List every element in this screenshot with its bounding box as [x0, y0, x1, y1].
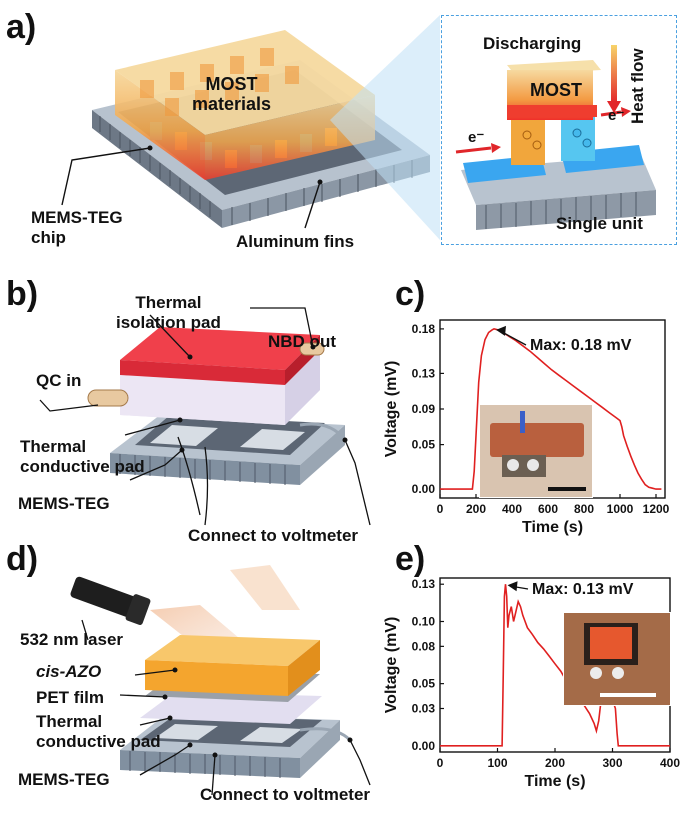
y-tick-label: 0.05: [412, 677, 436, 691]
chart-e-inset-photo: [563, 612, 671, 706]
panel-e-letter: e): [395, 540, 426, 578]
label-nbd-out: NBD out: [268, 332, 336, 351]
label-mems-teg-d: MEMS-TEG: [18, 770, 110, 789]
most-block-front-left: [115, 70, 205, 180]
label-cis-azo: cis-AZO: [36, 662, 102, 681]
panel-b-letter: b): [6, 275, 39, 313]
label-thermal-conductive-pad-d: Thermal conductive pad: [36, 712, 161, 751]
label-aluminum-fins: Aluminum fins: [236, 232, 355, 251]
max-arrow-head: [496, 325, 506, 336]
label-thermal-conductive-pad-b: Thermal conductive pad: [20, 437, 145, 476]
panel-b-device-illustration: [39, 307, 371, 526]
y-axis-title: Voltage (mV): [383, 617, 400, 714]
x-tick-label: 0: [437, 756, 444, 770]
y-tick-label: 0.03: [412, 702, 436, 716]
panel-a-letter: a): [6, 8, 37, 46]
y-tick-label: 0.00: [412, 482, 436, 496]
y-tick-label: 0.09: [412, 402, 436, 416]
x-tick-label: 0: [437, 502, 444, 516]
x-tick-label: 400: [502, 502, 522, 516]
chip-callout-line: [61, 147, 151, 206]
laser-body: [70, 576, 151, 625]
x-tick-label: 1000: [607, 502, 634, 516]
zoom-cone: [330, 15, 440, 240]
label-most-materials: MOST materials: [192, 74, 272, 114]
panel-c-letter: c): [395, 275, 426, 313]
x-tick-label: 400: [660, 756, 680, 770]
y-tick-label: 0.08: [412, 639, 436, 653]
y-tick-label: 0.05: [412, 438, 436, 452]
most-block-front-right: [205, 95, 375, 180]
label-electron-left: e⁻: [468, 129, 485, 146]
y-tick-label: 0.13: [412, 577, 436, 591]
x-tick-label: 200: [545, 756, 565, 770]
label-connect-to-voltmeter-d: Connect to voltmeter: [200, 785, 371, 804]
heat-flow-bar: [611, 45, 617, 103]
y-axis-title: Voltage (mV): [383, 361, 400, 458]
label-mems-teg-b: MEMS-TEG: [18, 494, 110, 513]
most-segments: [140, 48, 299, 116]
label-electron-right: e⁻: [608, 107, 625, 124]
y-tick-label: 0.00: [412, 739, 436, 753]
label-connect-to-voltmeter-b: Connect to voltmeter: [188, 526, 359, 545]
label-mems-teg-chip: MEMS-TEG chip: [31, 208, 123, 247]
max-annotation: Max: 0.13 mV: [532, 581, 634, 598]
chart-c-inset-photo: [479, 404, 593, 498]
series-line: [440, 328, 662, 490]
y-tick-label: 0.13: [412, 366, 436, 380]
label-most: MOST: [530, 80, 582, 100]
fins-callout-line: [304, 181, 321, 229]
label-pet-film: PET film: [36, 688, 105, 707]
label-discharging: Discharging: [483, 34, 582, 53]
x-tick-label: 200: [466, 502, 486, 516]
chart-c: 0 200 400 600 800 1000 1200 0.00 0.05 0.09 0.13 0.1…: [383, 319, 670, 536]
max-arrow-head: [507, 581, 518, 592]
label-qc-in: QC in: [36, 371, 82, 390]
max-annotation: Max: 0.18 mV: [530, 337, 632, 354]
y-tick-label: 0.18: [412, 322, 436, 336]
panel-d-device-illustration: [70, 565, 371, 796]
panel-d-letter: d): [6, 540, 39, 578]
label-single-unit: Single unit: [556, 214, 643, 233]
aluminum-fins-side-right: [222, 155, 430, 228]
x-tick-label: 100: [487, 756, 507, 770]
panel-a-chip-illustration: [61, 15, 440, 240]
x-tick-label: 600: [538, 502, 558, 516]
single-unit-illustration: [455, 45, 656, 230]
x-tick-label: 1200: [643, 502, 670, 516]
label-thermal-isolation-pad: Thermal isolation pad: [116, 293, 221, 332]
x-tick-label: 300: [602, 756, 622, 770]
x-axis-title: Time (s): [524, 773, 585, 790]
x-tick-label: 800: [574, 502, 594, 516]
y-tick-label: 0.10: [412, 615, 436, 629]
most-block-top: [115, 30, 375, 135]
label-heat-flow: Heat flow: [628, 48, 647, 124]
label-laser: 532 nm laser: [20, 630, 124, 649]
x-axis-title: Time (s): [522, 519, 583, 536]
p-leg: [511, 115, 545, 165]
